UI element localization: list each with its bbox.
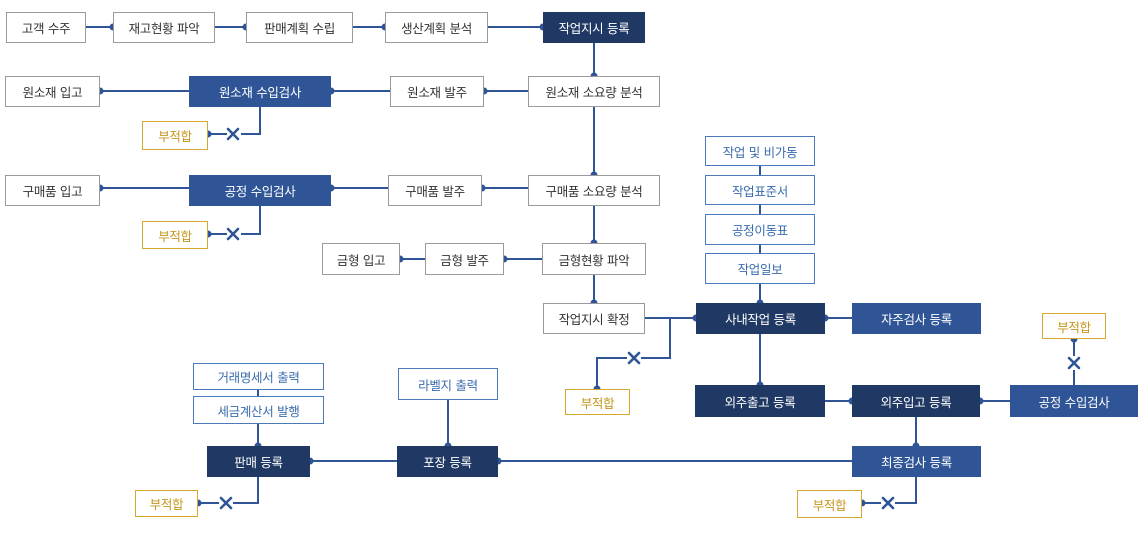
x-mark-icon: [881, 496, 895, 510]
node-purchased-part-receipt[interactable]: 구매품 입고: [5, 175, 100, 206]
doc-label-print[interactable]: 라벨지 출력: [398, 368, 498, 400]
x-mark-icon: [627, 351, 641, 365]
node-raw-material-requirement[interactable]: 원소재 소요량 분석: [528, 76, 660, 107]
node-outsource-shipment-register[interactable]: 외주출고 등록: [695, 385, 825, 417]
node-packing-register[interactable]: 포장 등록: [397, 446, 498, 477]
node-raw-material-inspection[interactable]: 원소재 수입검사: [189, 76, 331, 107]
node-part-nonconforming[interactable]: 부적합: [142, 221, 208, 249]
node-production-plan[interactable]: 생산계획 분석: [385, 12, 488, 43]
node-inventory-check[interactable]: 재고현황 파악: [113, 12, 215, 43]
node-mold-order[interactable]: 금형 발주: [425, 243, 504, 275]
x-mark-icon: [226, 227, 240, 241]
doc-work-downtime[interactable]: 작업 및 비가동: [705, 136, 815, 166]
doc-process-move-ticket[interactable]: 공정이동표: [705, 214, 815, 245]
node-raw-nonconforming[interactable]: 부적합: [142, 121, 208, 150]
node-final-nonconforming[interactable]: 부적합: [797, 490, 862, 518]
node-purchased-part-requirement[interactable]: 구매품 소요량 분석: [528, 175, 660, 206]
node-inhouse-work-register[interactable]: 사내작업 등록: [696, 303, 825, 334]
x-mark-icon: [1067, 356, 1081, 370]
connector: [241, 205, 261, 235]
doc-tax-invoice-issue[interactable]: 세금계산서 발행: [193, 396, 324, 424]
node-customer-order[interactable]: 고객 수주: [6, 12, 86, 43]
node-raw-material-order[interactable]: 원소재 발주: [390, 76, 484, 107]
doc-daily-work-report[interactable]: 작업일보: [705, 253, 815, 284]
x-mark-icon: [226, 127, 240, 141]
node-work-order-confirm[interactable]: 작업지시 확정: [543, 303, 645, 334]
node-sales-nonconforming[interactable]: 부적합: [135, 490, 198, 517]
node-part-inspection[interactable]: 공정 수입검사: [189, 175, 331, 206]
connector: [895, 477, 917, 504]
doc-work-standard[interactable]: 작업표준서: [705, 175, 815, 205]
node-outsource-receipt-register[interactable]: 외주입고 등록: [852, 385, 980, 417]
x-mark-icon: [219, 496, 233, 510]
node-process-incoming-inspection[interactable]: 공정 수입검사: [1010, 385, 1138, 417]
node-work-nonconforming[interactable]: 부적합: [565, 389, 630, 415]
connector: [641, 318, 671, 359]
node-mold-status[interactable]: 금형현황 파악: [542, 243, 646, 275]
doc-transaction-statement-print[interactable]: 거래명세서 출력: [193, 363, 324, 390]
node-final-inspection-register[interactable]: 최종검사 등록: [852, 446, 981, 477]
connector: [233, 477, 259, 504]
node-raw-material-receipt[interactable]: 원소재 입고: [5, 76, 100, 107]
connector: [596, 357, 627, 389]
node-sales-register[interactable]: 판매 등록: [207, 446, 310, 477]
node-process-nonconforming[interactable]: 부적합: [1042, 313, 1106, 339]
node-purchased-part-order[interactable]: 구매품 발주: [388, 175, 482, 206]
node-work-order-register[interactable]: 작업지시 등록: [543, 12, 645, 43]
node-sales-plan[interactable]: 판매계획 수립: [246, 12, 353, 43]
node-mold-receipt[interactable]: 금형 입고: [322, 243, 400, 275]
connector: [241, 107, 261, 135]
node-self-inspection-register[interactable]: 자주검사 등록: [852, 303, 981, 334]
